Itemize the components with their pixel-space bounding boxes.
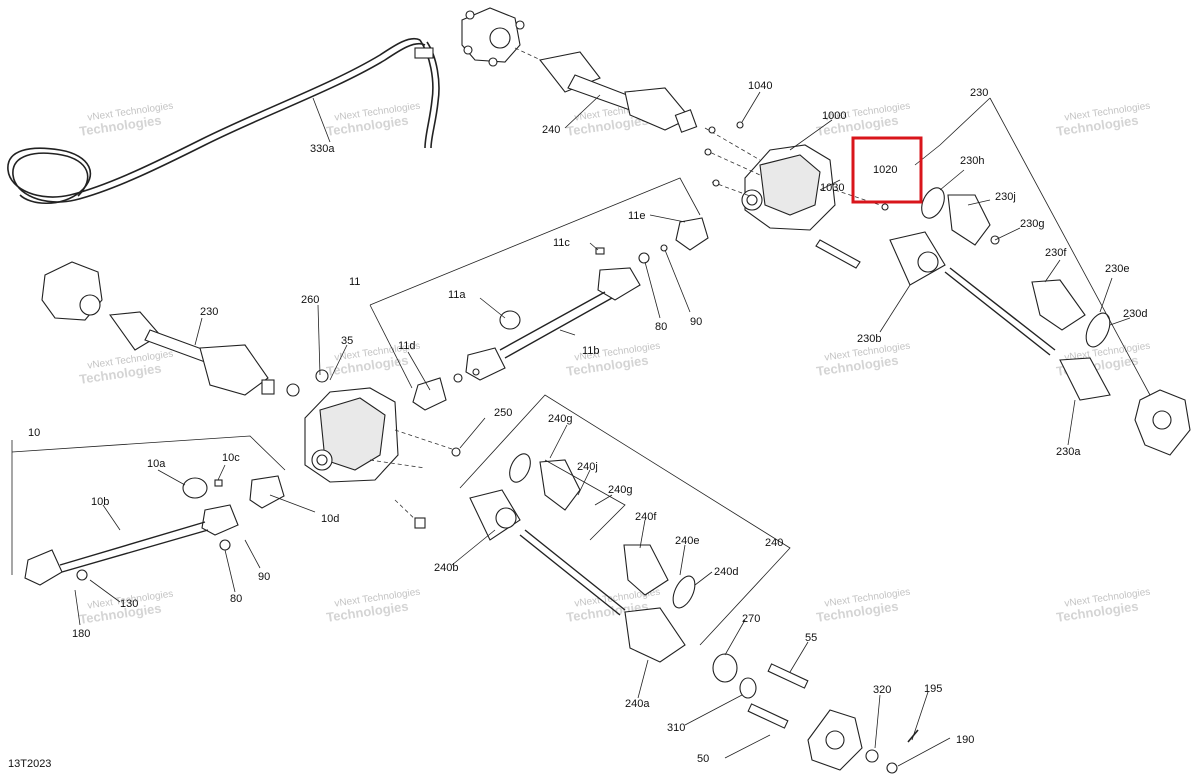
watermark: vNext Technologies Technologies <box>1055 101 1151 139</box>
callout-130: 130 <box>120 598 138 610</box>
differential-1000 <box>704 121 889 269</box>
watermark: vNext Technologies Technologies <box>78 349 174 387</box>
drive-shaft-240-lower <box>469 453 919 774</box>
callout-10a: 10a <box>147 458 166 470</box>
callout-270: 270 <box>742 613 760 625</box>
callout-1000: 1000 <box>822 110 846 122</box>
watermark: vNext Technologies Technologies <box>325 101 421 139</box>
callout-230a: 230a <box>1056 446 1081 458</box>
callout-1020: 1020 <box>873 164 897 176</box>
watermark: vNext Technologies Technologies <box>78 101 174 139</box>
callout-90-mid: 90 <box>690 316 702 328</box>
callout-240b: 240b <box>434 562 458 574</box>
callout-80-left: 80 <box>230 593 242 605</box>
callout-195: 195 <box>924 683 942 695</box>
callout-240-top: 240 <box>542 124 560 136</box>
watermark: vNext Technologies Technologies <box>325 587 421 625</box>
callout-80-mid: 80 <box>655 321 667 333</box>
callout-180: 180 <box>72 628 90 640</box>
callout-230d: 230d <box>1123 308 1147 320</box>
front-differential <box>286 369 461 529</box>
callout-230h: 230h <box>960 155 984 167</box>
callout-230-left: 230 <box>200 306 218 318</box>
callout-240g-a: 240g <box>548 413 572 425</box>
callout-330a: 330a <box>310 143 335 155</box>
callout-240d: 240d <box>714 566 738 578</box>
callout-55: 55 <box>805 632 817 644</box>
callout-1040: 1040 <box>748 80 772 92</box>
callout-240e: 240e <box>675 535 699 547</box>
callout-250: 250 <box>494 407 512 419</box>
callout-230e: 230e <box>1105 263 1129 275</box>
propeller-shaft-11 <box>412 217 709 411</box>
watermark: vNext Technologies Technologies <box>815 587 911 625</box>
vent-hose-330a <box>7 37 440 204</box>
callout-11d: 11d <box>398 340 416 352</box>
callout-11: 11 <box>349 276 360 288</box>
callout-230g: 230g <box>1020 218 1044 230</box>
callout-260: 260 <box>301 294 319 306</box>
callout-10c: 10c <box>222 452 240 464</box>
group-outlines <box>11 97 1151 646</box>
callout-labels: 330a 240 1040 1000 1030 1020 230 230h 23… <box>8 80 1147 770</box>
callout-240g-b: 240g <box>608 484 632 496</box>
callout-11c: 11c <box>553 237 570 249</box>
callout-11b: 11b <box>582 345 600 357</box>
callout-230-right: 230 <box>970 87 988 99</box>
callout-320: 320 <box>873 684 891 696</box>
callout-230b: 230b <box>857 333 881 345</box>
diagram-id: 13T2023 <box>8 758 51 770</box>
callout-1030: 1030 <box>820 182 844 194</box>
callout-10d: 10d <box>321 513 339 525</box>
callout-11e: 11e <box>628 210 646 222</box>
highlight-box <box>851 136 923 204</box>
watermark: vNext Technologies Technologies <box>815 341 911 379</box>
callout-240j: 240j <box>577 461 598 473</box>
leader-lines <box>74 91 1131 767</box>
callout-35: 35 <box>341 335 353 347</box>
callout-90-left: 90 <box>258 571 270 583</box>
watermark: vNext Technologies Technologies <box>1055 587 1151 625</box>
callout-11a: 11a <box>448 289 466 301</box>
callout-240f: 240f <box>635 511 657 523</box>
callout-240a: 240a <box>625 698 650 710</box>
callout-230j: 230j <box>995 191 1016 203</box>
callout-10: 10 <box>28 427 40 439</box>
callout-310: 310 <box>667 722 685 734</box>
callout-240-lower: 240 <box>765 537 783 549</box>
callout-50: 50 <box>697 753 709 765</box>
drive-shaft-230-left <box>41 261 275 396</box>
callout-190: 190 <box>956 734 974 746</box>
drive-shaft-230-right <box>889 187 1191 456</box>
callout-10b: 10b <box>91 496 109 508</box>
watermark: vNext Technologies Technologies <box>565 341 661 379</box>
callout-230f: 230f <box>1045 247 1067 259</box>
propeller-shaft-10 <box>24 475 285 586</box>
drive-shaft-240-top <box>461 7 698 133</box>
